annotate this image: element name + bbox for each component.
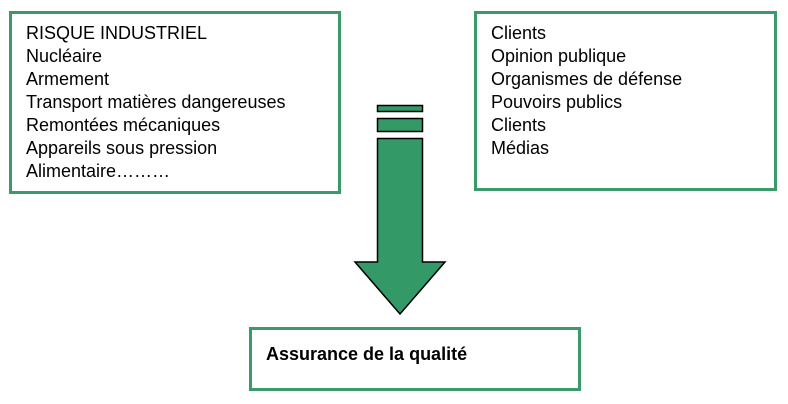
arrow-bar-medium: [376, 117, 424, 133]
list-item: Opinion publique: [491, 46, 627, 66]
list-item: Appareils sous pression: [26, 138, 218, 158]
arrow-body: [353, 137, 447, 316]
industrial-risk-box: RISQUE INDUSTRIEL Nucléaire Armement Tra…: [9, 11, 341, 194]
list-item: Médias: [491, 138, 550, 158]
stakeholders-box: Clients Opinion publique Organismes de d…: [474, 11, 777, 191]
list-item: RISQUE INDUSTRIEL: [26, 23, 208, 43]
list-item: Clients: [491, 23, 547, 43]
list-item: Transport matières dangereuses: [26, 92, 286, 112]
list-item: Remontées mécaniques: [26, 115, 221, 135]
quality-assurance-label: Assurance de la qualité: [266, 344, 468, 364]
list-item: Organismes de défense: [491, 69, 683, 89]
list-item: Alimentaire………: [26, 161, 171, 181]
list-item: Nucléaire: [26, 46, 103, 66]
list-item: Armement: [26, 69, 110, 89]
quality-assurance-box: Assurance de la qualité: [249, 327, 581, 391]
list-item: Clients: [491, 115, 547, 135]
list-item: Pouvoirs publics: [491, 92, 623, 112]
arrow-bar-thin: [376, 104, 424, 113]
